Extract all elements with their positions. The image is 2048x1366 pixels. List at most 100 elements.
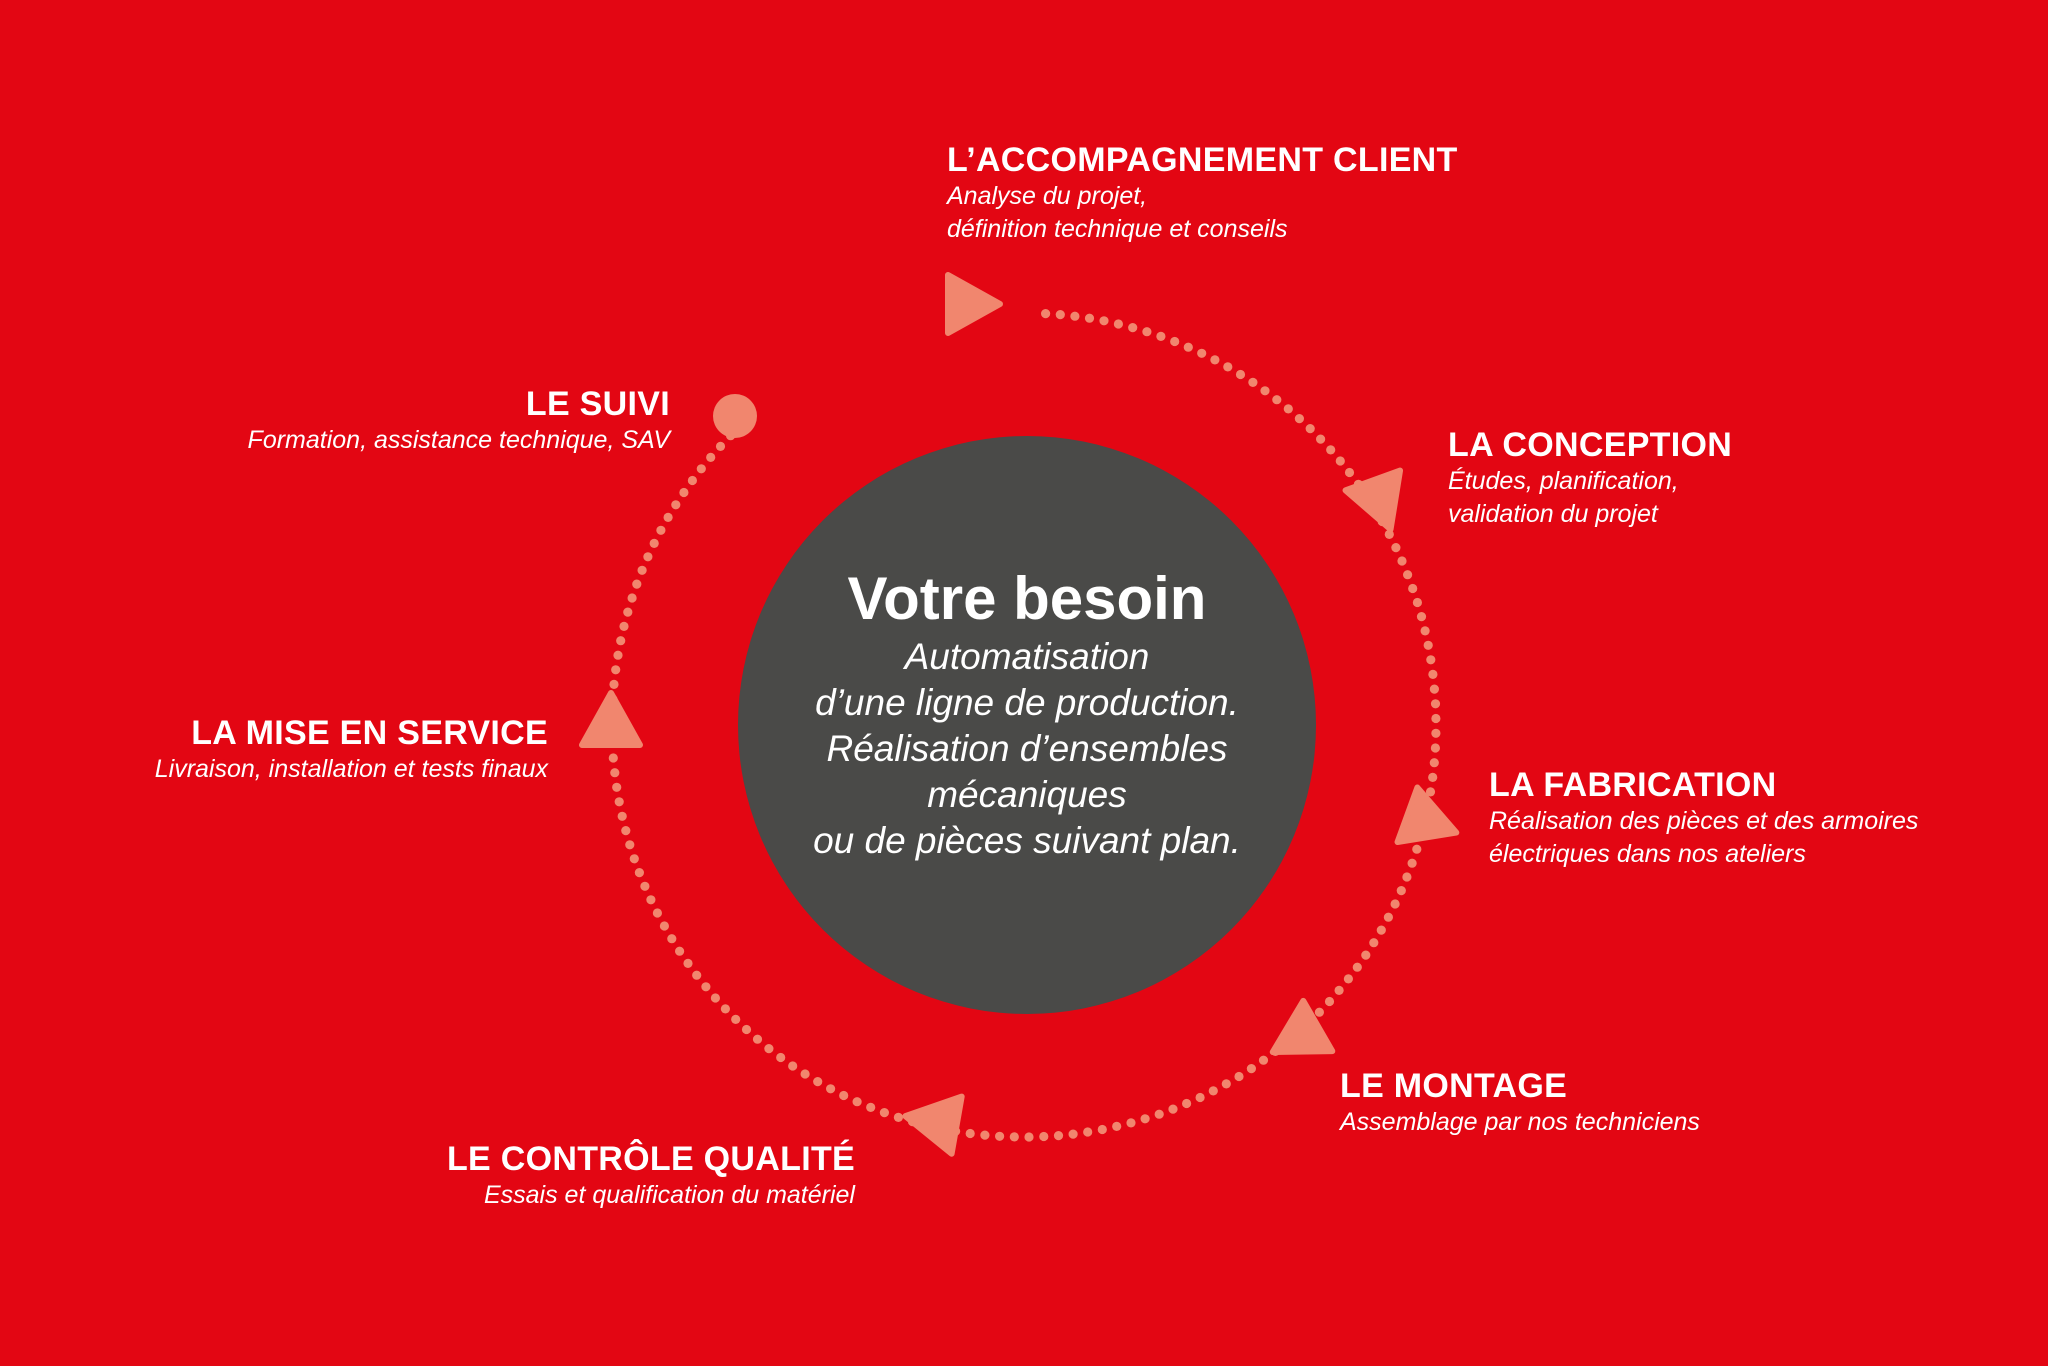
path-dot xyxy=(788,1061,798,1071)
path-dot xyxy=(1396,886,1406,896)
path-dot xyxy=(710,993,721,1003)
path-dot xyxy=(1294,414,1304,424)
center-line: d’une ligne de production. xyxy=(815,682,1239,723)
path-dot xyxy=(692,970,702,980)
path-dot xyxy=(675,946,685,956)
direction-arrow-icon xyxy=(1342,467,1404,533)
path-dot xyxy=(610,768,620,778)
path-dot xyxy=(1084,313,1095,323)
path-dot xyxy=(646,895,656,905)
step-title: LA FABRICATION xyxy=(1489,766,1777,804)
direction-arrow-icon xyxy=(1269,997,1336,1055)
path-dot xyxy=(1426,655,1436,665)
path-dot xyxy=(621,826,631,836)
center-need-circle: Votre besoin Automatisation d’une ligne … xyxy=(738,436,1316,1014)
path-dot xyxy=(826,1084,836,1094)
direction-arrow-icon xyxy=(579,690,643,748)
path-dot xyxy=(623,607,633,617)
path-dot xyxy=(1334,985,1344,996)
path-dot xyxy=(1099,316,1109,326)
center-line: mécaniques xyxy=(927,774,1127,815)
path-dot xyxy=(965,1128,975,1139)
path-dot xyxy=(1391,543,1401,553)
path-dot xyxy=(1142,327,1152,337)
path-dot xyxy=(1246,1064,1256,1074)
path-dot xyxy=(813,1077,823,1087)
center-title: Votre besoin xyxy=(847,565,1207,632)
path-dot xyxy=(1412,597,1422,608)
path-dot xyxy=(629,854,639,864)
path-dot xyxy=(649,538,659,549)
path-dot xyxy=(611,665,621,675)
path-dot xyxy=(1376,925,1386,935)
path-dot xyxy=(1272,395,1282,405)
path-dot xyxy=(643,552,653,562)
path-dot xyxy=(683,958,693,969)
step-description: électriques dans nos ateliers xyxy=(1489,840,1806,868)
step-description: Assemblage par nos techniciens xyxy=(1340,1108,1700,1136)
direction-arrows xyxy=(579,272,1460,1157)
path-dot xyxy=(614,797,624,807)
step-suivi: LE SUIVI Formation, assistance technique… xyxy=(248,384,670,457)
path-dot xyxy=(1429,758,1439,768)
step-title: LA MISE EN SERVICE xyxy=(191,714,548,752)
path-dot xyxy=(1039,1131,1049,1142)
path-dot xyxy=(619,621,629,632)
path-dot xyxy=(776,1052,786,1063)
path-dot xyxy=(980,1130,990,1140)
path-dot xyxy=(616,636,626,646)
step-description: Formation, assistance technique, SAV xyxy=(247,426,670,454)
path-dot xyxy=(1390,899,1400,909)
step-description: Livraison, installation et tests finaux xyxy=(154,755,548,783)
step-title: LE CONTRÔLE QUALITÉ xyxy=(446,1140,855,1178)
path-dot xyxy=(1283,404,1293,414)
step-title: LE SUIVI xyxy=(525,385,670,423)
path-dot xyxy=(667,934,677,944)
path-dot xyxy=(1235,369,1246,380)
path-dot xyxy=(609,679,619,690)
path-dot xyxy=(608,753,618,763)
path-dot xyxy=(1430,743,1440,753)
path-dot xyxy=(1210,355,1220,365)
path-dot xyxy=(800,1069,810,1079)
path-dot xyxy=(1168,1104,1178,1114)
path-dot xyxy=(1369,938,1379,948)
path-dot xyxy=(1097,1124,1107,1135)
path-dot xyxy=(1420,626,1430,636)
path-dot xyxy=(715,441,726,451)
path-dot xyxy=(1154,1109,1164,1119)
direction-arrow-icon xyxy=(1394,784,1460,846)
path-dot xyxy=(1183,342,1193,352)
path-dot xyxy=(612,782,622,792)
path-dot xyxy=(1416,612,1427,622)
path-dot xyxy=(1403,570,1413,580)
step-description: validation du projet xyxy=(1448,500,1658,528)
step-controle-qualite: LE CONTRÔLE QUALITÉ Essais et qualificat… xyxy=(447,1139,855,1212)
path-dot xyxy=(1430,699,1441,709)
step-title: LE MONTAGE xyxy=(1340,1067,1568,1105)
path-dot xyxy=(1397,556,1407,566)
path-dot xyxy=(752,1034,763,1044)
step-mise-en-service: LA MISE EN SERVICE Livraison, installati… xyxy=(155,713,548,786)
path-dot xyxy=(879,1108,890,1118)
path-dot xyxy=(893,1112,904,1122)
path-dot xyxy=(625,840,635,850)
path-dot xyxy=(1431,728,1441,738)
direction-arrow-icon xyxy=(945,272,1003,336)
path-dot xyxy=(1221,1079,1231,1089)
path-dot xyxy=(1429,684,1439,694)
path-dot xyxy=(839,1090,849,1101)
path-dot xyxy=(1260,386,1270,396)
path-dot xyxy=(671,500,681,510)
path-dot xyxy=(1083,1127,1093,1137)
path-dot xyxy=(1335,456,1345,466)
path-dot xyxy=(1024,1132,1034,1142)
path-dot xyxy=(1361,950,1371,960)
path-dot xyxy=(1195,1092,1205,1103)
path-dot xyxy=(1383,912,1393,922)
path-dot xyxy=(1258,1055,1269,1065)
path-dot xyxy=(1053,1131,1064,1141)
step-montage: LE MONTAGE Assemblage par nos technicien… xyxy=(1340,1066,1700,1139)
center-line: Réalisation d’ensembles xyxy=(826,728,1228,769)
